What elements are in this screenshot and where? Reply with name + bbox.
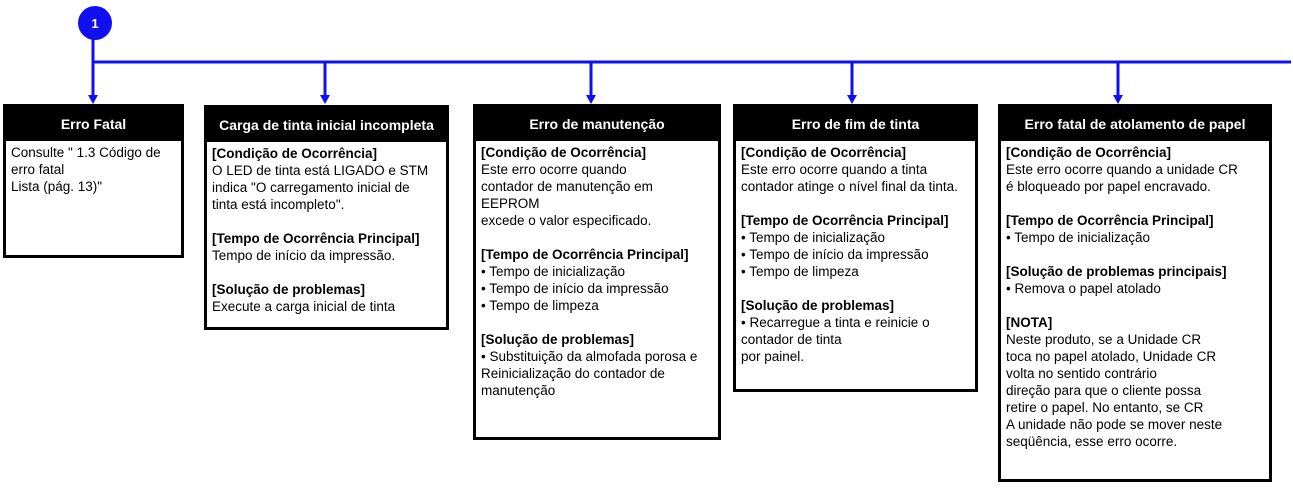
section-heading: [Solução de problemas] <box>212 282 366 297</box>
connector-lines <box>88 36 1291 104</box>
body-text-line: • Tempo de inicialização <box>741 230 886 245</box>
section-heading: [Condição de Ocorrência] <box>741 145 907 160</box>
body-text-line: • Tempo de início da impressão <box>741 247 929 262</box>
body-text-line <box>1006 246 1264 263</box>
arrow-head <box>320 95 330 104</box>
body-text-line: • Tempo de início da impressão <box>481 281 669 296</box>
body-text-line: é bloqueado por papel encravado. <box>1006 179 1211 194</box>
box-title: Erro de fim de tinta <box>736 107 975 141</box>
body-text-line: toca no papel atolado, Unidade CR <box>1006 349 1217 364</box>
body-text-line: contador de manutenção em <box>481 179 653 194</box>
body-text-line: • Tempo de inicialização <box>481 264 626 279</box>
body-text-line: EEPROM <box>481 196 540 211</box>
box-title: Erro Fatal <box>6 107 181 141</box>
box-carga-tinta-incompleta: Carga de tinta inicial incompleta[Condiç… <box>204 105 449 330</box>
body-text-line: indica "O carregamento inicial de <box>212 180 410 195</box>
box-body: [Condição de Ocorrência] O LED de tinta e… <box>207 142 446 315</box>
box-title: Erro de manutenção <box>476 107 718 141</box>
body-text-line <box>741 280 970 297</box>
box-erro-fim-tinta: Erro de fim de tinta[Condição de Ocorrên… <box>733 104 978 392</box>
body-text-line: erro fatal <box>11 162 65 177</box>
body-text-line <box>741 195 970 212</box>
body-text-line <box>212 264 441 281</box>
section-heading: [Solução de problemas principais] <box>1006 264 1227 279</box>
section-heading: [Condição de Ocorrência] <box>481 145 647 160</box>
body-text-line <box>481 229 713 246</box>
section-heading: [NOTA] <box>1006 315 1053 330</box>
box-title: Carga de tinta inicial incompleta <box>207 108 446 142</box>
section-heading: [Solução de problemas] <box>741 298 895 313</box>
body-text-line: excede o valor especificado. <box>481 213 652 228</box>
section-heading: [Tempo de Ocorrência Principal] <box>1006 213 1214 228</box>
body-text-line: Este erro ocorre quando a tinta <box>741 162 928 177</box>
body-text-line: retire o papel. No entanto, se CR <box>1006 400 1204 415</box>
section-heading: [Tempo de Ocorrência Principal] <box>481 247 689 262</box>
arrow-head <box>88 95 98 104</box>
body-text-line: • Recarregue a tinta e reinicie o <box>741 315 930 330</box>
body-text-line: Este erro ocorre quando a unidade CR <box>1006 162 1238 177</box>
body-text-line: Este erro ocorre quando <box>481 162 627 177</box>
box-body: [Condição de Ocorrência] Este erro ocorre… <box>1001 141 1269 450</box>
body-text-line: contador de tinta <box>741 332 842 347</box>
box-title: Erro fatal de atolamento de papel <box>1001 107 1269 141</box>
body-text-line: O LED de tinta está LIGADO e STM <box>212 163 429 178</box>
body-text-line: • Tempo de limpeza <box>741 264 859 279</box>
body-text-line: • Substituição da almofada porosa e <box>481 349 698 364</box>
body-text-line <box>1006 297 1264 314</box>
body-text-line: A unidade não pode se mover neste <box>1006 417 1223 432</box>
body-text-line: Execute a carga inicial de tinta <box>212 299 396 314</box>
body-text-line: por painel. <box>741 349 805 364</box>
body-text-line: direção para que o cliente possa <box>1006 383 1202 398</box>
box-erro-manutencao: Erro de manutenção[Condição de Ocorrênci… <box>473 104 721 440</box>
section-heading: [Tempo de Ocorrência Principal] <box>741 213 949 228</box>
body-text-line: seqüência, esse erro ocorre. <box>1006 434 1178 449</box>
body-text-line: manutenção <box>481 383 556 398</box>
body-text-line: Lista (pág. 13)" <box>11 179 103 194</box>
body-text-line: Tempo de início da impressão. <box>212 248 396 263</box>
body-text-line: • Remova o papel atolado <box>1006 281 1161 296</box>
box-erro-atolamento-papel: Erro fatal de atolamento de papel[Condiç… <box>998 104 1272 482</box>
box-body: [Condição de Ocorrência] Este erro ocorre… <box>476 141 718 399</box>
arrow-head <box>586 95 596 104</box>
step-marker: 1 <box>78 6 112 40</box>
body-text-line <box>212 213 441 230</box>
section-heading: [Tempo de Ocorrência Principal] <box>212 231 420 246</box>
body-text-line <box>1006 195 1264 212</box>
section-heading: [Condição de Ocorrência] <box>212 146 378 161</box>
body-text-line: Neste produto, se a Unidade CR <box>1006 332 1202 347</box>
section-heading: [Solução de problemas] <box>481 332 635 347</box>
body-text-line <box>481 314 713 331</box>
section-heading: [Condição de Ocorrência] <box>1006 145 1172 160</box>
body-text-line: Consulte " 1.3 Código de <box>11 145 161 160</box>
body-text-line: volta no sentido contrário <box>1006 366 1157 381</box>
arrow-head <box>1113 95 1123 104</box>
arrow-head <box>847 95 857 104</box>
body-text-line: tinta está incompleto". <box>212 197 345 212</box>
body-text-line: Reinicialização do contador de <box>481 366 665 381</box>
body-text-line: • Tempo de inicialização <box>1006 230 1151 245</box>
body-text-line: • Tempo de limpeza <box>481 298 599 313</box>
body-text-line: contador atinge o nível final da tinta. <box>741 179 958 194</box>
box-body: [Condição de Ocorrência] Este erro ocorre… <box>736 141 975 365</box>
